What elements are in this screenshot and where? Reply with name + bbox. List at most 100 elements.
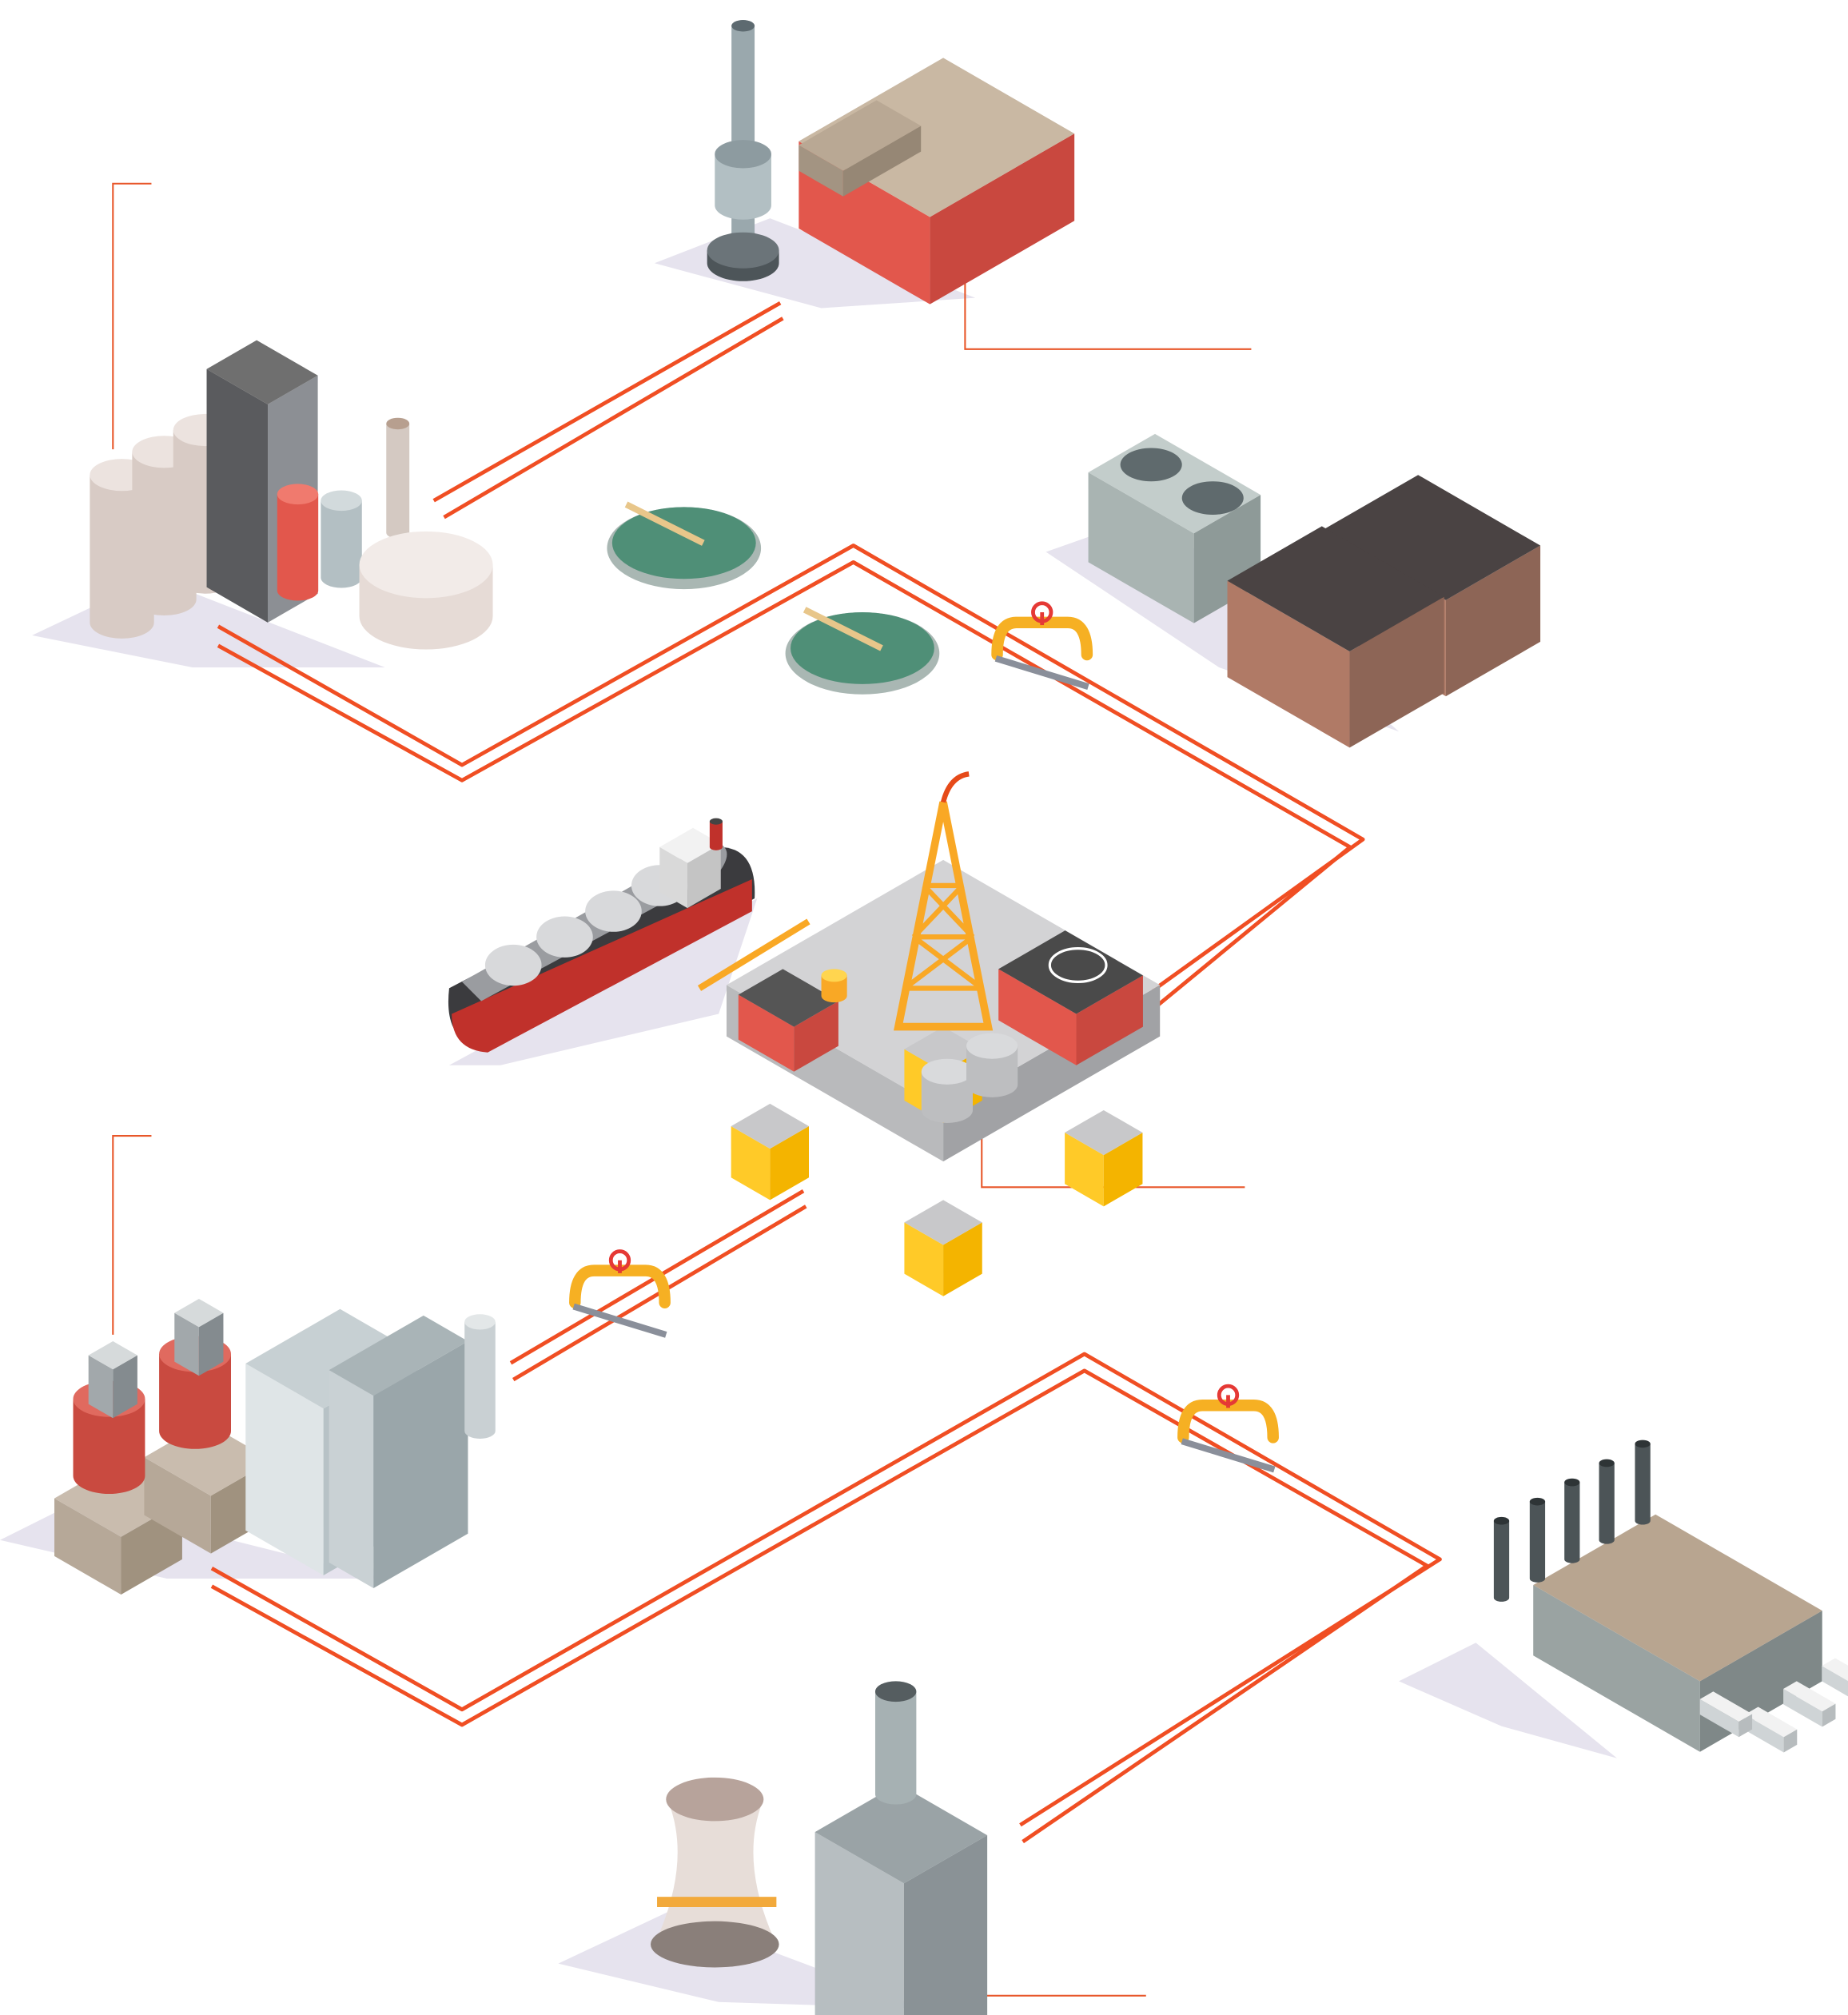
reactor-cap-2-left-face xyxy=(174,1312,199,1376)
facilities-layer xyxy=(54,20,1848,2015)
factory-chimney-4 xyxy=(1599,1459,1615,1544)
rig-leg-1-right-face xyxy=(770,1126,809,1201)
plant-main-block-left-face xyxy=(329,1370,374,1589)
truck-4 xyxy=(1699,1691,1753,1738)
factory-chimney-5 xyxy=(1635,1440,1651,1525)
refinery-grey-tank xyxy=(321,490,362,588)
storage-tank-top xyxy=(359,531,493,599)
clarifier-water xyxy=(791,611,934,684)
rig-yellow-tank xyxy=(821,969,847,1003)
pipeline-valve-1-pipe xyxy=(991,616,1093,661)
lng-dome-1 xyxy=(484,944,542,986)
chimney-tower-base xyxy=(707,232,779,281)
reactor-cap-2-top-face xyxy=(174,1298,224,1328)
warehouse-dark-1-left-face xyxy=(1227,580,1350,748)
clarifier-1 xyxy=(607,501,762,590)
pipeline-valve-3 xyxy=(1177,1384,1279,1473)
pipeline-valve-2 xyxy=(569,1249,671,1338)
rig-quarters-left-left-face xyxy=(738,994,795,1072)
pipeline-valve-1 xyxy=(991,601,1093,690)
truck-4-right-face xyxy=(1738,1714,1753,1738)
leader-line-2 xyxy=(964,276,1252,350)
ship-funnel-body xyxy=(709,821,723,850)
lng-tanker-ship xyxy=(448,818,755,1053)
refinery-grey-tank-top xyxy=(321,490,362,512)
fan-icon-2 xyxy=(1181,481,1244,515)
pipeline-valve-3-base xyxy=(1181,1438,1276,1473)
rig-leg-2-right-face xyxy=(1103,1133,1143,1207)
power-station-stack xyxy=(874,1681,917,1805)
pipeline-segment-4-1 xyxy=(210,1352,1442,1827)
rig-tank-1 xyxy=(921,1058,974,1123)
refinery-red-tank-body xyxy=(277,494,319,601)
pipeline-segment-4-2 xyxy=(210,1368,1429,1844)
truck-3-left-face xyxy=(1822,1666,1848,1697)
cooling-tower-mouth xyxy=(666,1777,764,1822)
chimney-tower-top-top xyxy=(731,20,755,32)
reactor-red-2-body xyxy=(159,1354,231,1449)
plant-chimney-body xyxy=(464,1321,496,1439)
rig-leg-3 xyxy=(904,1200,982,1296)
factory-chimney-3 xyxy=(1564,1478,1580,1563)
helipad-quarters-right-face xyxy=(1076,975,1143,1065)
rig-quarters-left xyxy=(738,969,838,1072)
reactor-cap-2 xyxy=(174,1298,224,1376)
warehouse-annex-roof xyxy=(799,100,922,197)
warehouse-annex-roof-right-face xyxy=(842,125,922,197)
reactor-cap-1 xyxy=(88,1340,137,1419)
warehouse-annex-roof-top-face xyxy=(799,100,922,171)
plant-main-block xyxy=(329,1315,468,1589)
reactor-cap-1-top-face xyxy=(88,1340,137,1370)
lng-dome-3 xyxy=(585,890,642,932)
reactor-red-1-body xyxy=(73,1399,145,1495)
power-station-block-right-face xyxy=(903,1835,988,2015)
cooling-station-left-face xyxy=(1088,472,1194,623)
factory-chimney-3-body xyxy=(1564,1482,1580,1563)
truck-2 xyxy=(1783,1681,1836,1727)
ship-bridge xyxy=(659,827,721,909)
chimney-tower-collar-top xyxy=(715,140,771,169)
factory-chimney-1-body xyxy=(1493,1520,1510,1602)
plant-chimney xyxy=(464,1314,496,1439)
rig-quarters-left-right-face xyxy=(794,1001,838,1072)
factory-chimney-5-body xyxy=(1635,1444,1651,1525)
warehouse-dark-1-top-face xyxy=(1227,526,1444,651)
clarifier-2 xyxy=(785,607,940,695)
factory-chimney-2 xyxy=(1529,1497,1546,1583)
refinery-frame-left-face xyxy=(206,368,269,623)
truck-2-left-face xyxy=(1783,1689,1822,1727)
power-base-2-left-face xyxy=(144,1457,211,1554)
truck-2-top-face xyxy=(1783,1681,1836,1712)
rig-crane xyxy=(697,918,810,991)
leader-line-3 xyxy=(112,1135,152,1335)
ship-funnel xyxy=(709,818,723,850)
helipad-quarters-left-face xyxy=(998,969,1077,1065)
fan-icon-1 xyxy=(1120,448,1182,482)
lng-dome-2 xyxy=(536,916,593,958)
truck-3-top-face xyxy=(1822,1658,1848,1682)
refinery-stack-body xyxy=(386,423,410,539)
warehouse-top-right-face xyxy=(930,133,1075,305)
shadow-factory xyxy=(1399,1643,1617,1758)
power-station-stack-body xyxy=(874,1691,917,1805)
leader-line-5 xyxy=(985,1963,1146,1997)
factory-chimney-2-body xyxy=(1529,1501,1546,1583)
rig-tank-2-top xyxy=(966,1033,1018,1059)
flare-icon xyxy=(940,771,970,803)
ship-waterline xyxy=(452,878,752,1053)
refinery-red-tank xyxy=(277,484,319,601)
leader-line-1 xyxy=(112,182,152,450)
rig-leg-1 xyxy=(731,1103,809,1201)
rig-yellow-tank-body xyxy=(821,975,847,1003)
power-station-stack-top xyxy=(874,1681,917,1702)
helipad-quarters-top-face xyxy=(998,930,1143,1014)
cooling-tower-base xyxy=(651,1921,779,1968)
offshore-oil-rig xyxy=(697,771,1161,1296)
power-base-1-left-face xyxy=(54,1498,121,1595)
factory-chimney-1-top xyxy=(1493,1516,1510,1525)
factory-hall-left-face xyxy=(1533,1585,1700,1752)
helipad-quarters xyxy=(998,930,1143,1065)
truck-1-top-face xyxy=(1744,1706,1798,1738)
refinery-frame-top-face xyxy=(206,340,318,404)
reactor-cap-1-right-face xyxy=(113,1355,137,1419)
